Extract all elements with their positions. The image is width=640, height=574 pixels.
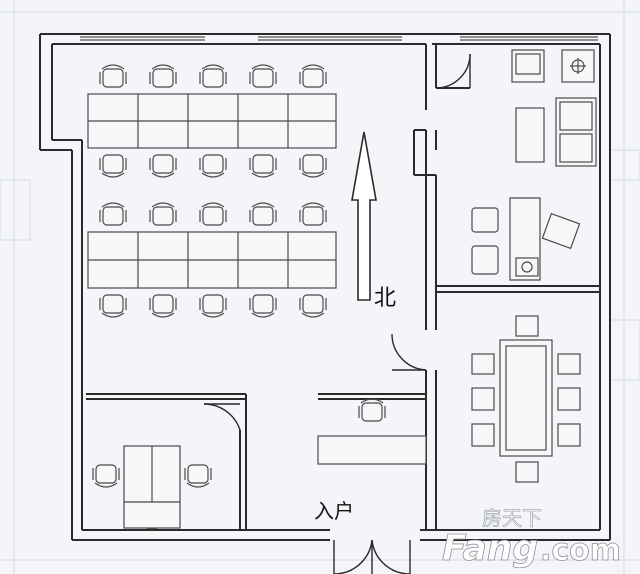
office-chair-icon: [149, 64, 177, 88]
office-chair-icon: [249, 202, 277, 226]
office-chair-icon: [99, 64, 127, 88]
reception-desk: [317, 435, 427, 465]
watermark-brand-en: Fang: [442, 528, 538, 569]
executive-chairs: [471, 207, 499, 275]
office-chair-icon: [299, 202, 327, 226]
office-chair-icon: [149, 294, 177, 318]
office-chair-icon: [199, 202, 227, 226]
meeting-room-furniture: [471, 315, 581, 483]
office-chair-icon: [99, 294, 127, 318]
watermark-brand-suffix: .com: [540, 533, 621, 568]
interior-walls: [86, 44, 600, 530]
desk-block-north: [87, 93, 337, 149]
office-chair-icon: [249, 64, 277, 88]
brand-watermark: 房天下 Fang .com: [442, 506, 622, 570]
office-chair-icon: [299, 64, 327, 88]
office-chair-icon: [99, 202, 127, 226]
office-chair-icon: [149, 154, 177, 178]
entrance-label: 入户: [314, 499, 354, 523]
executive-room-furniture: [509, 49, 597, 281]
windows: [80, 36, 598, 41]
desk-block-south: [87, 231, 337, 289]
north-label: 北: [374, 286, 396, 311]
office-chair-icon: [184, 464, 212, 488]
office-chair-icon: [299, 154, 327, 178]
north-arrow-icon: [351, 131, 377, 301]
manager-office-furniture: [123, 445, 181, 529]
watermark-brand-cn: 房天下: [482, 506, 542, 530]
office-chair-icon: [92, 464, 120, 488]
office-chair-icon: [149, 202, 177, 226]
office-chair-icon: [299, 294, 327, 318]
office-chair-icon: [249, 154, 277, 178]
office-chair-icon: [99, 154, 127, 178]
office-chair-icon: [249, 294, 277, 318]
office-chair-icon: [199, 64, 227, 88]
office-chair-icon: [358, 398, 386, 422]
office-chair-icon: [199, 294, 227, 318]
office-chair-icon: [199, 154, 227, 178]
